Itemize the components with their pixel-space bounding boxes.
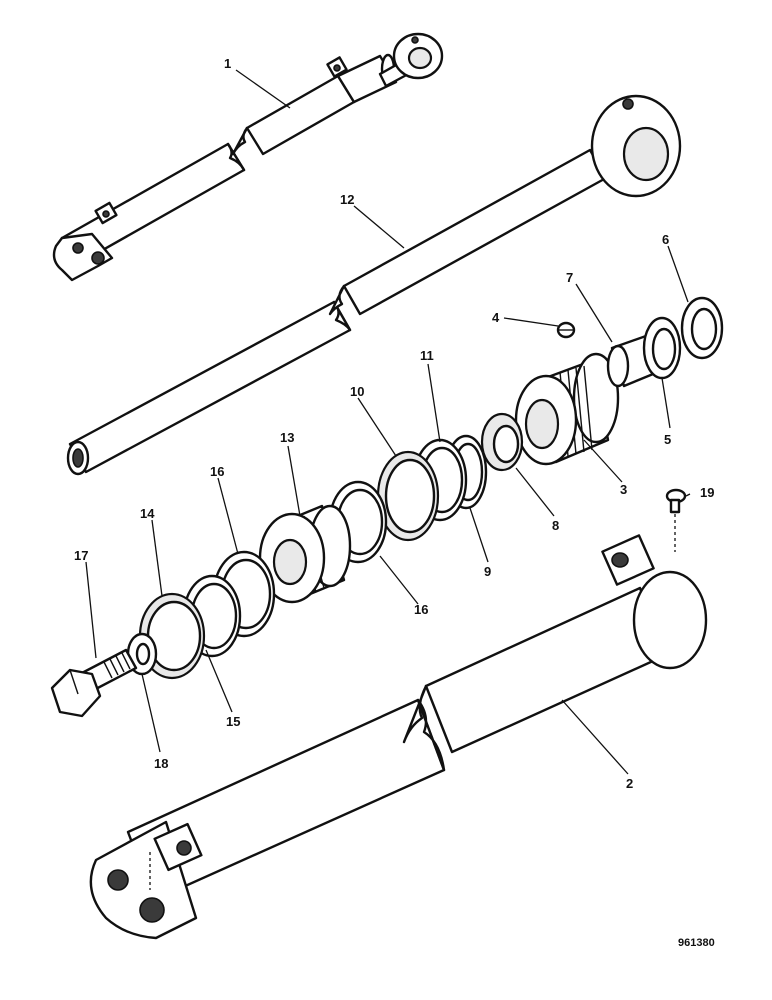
part-8-rod-seal: [480, 412, 524, 472]
callout-12: 12: [340, 192, 354, 207]
part-17-bolt: [50, 648, 138, 718]
callout-8: 8: [552, 518, 559, 533]
part-12-piston-rod: [66, 94, 682, 476]
callout-4: 4: [492, 310, 500, 325]
drawing-reference-number: 961380: [678, 937, 715, 949]
callout-labels: 1 12 6 7 4 11 10 5 13 16 3 19 14 8 17 9 …: [74, 56, 714, 791]
callout-16-bottom: 16: [414, 602, 428, 617]
part-1-cylinder-assembly: [52, 32, 444, 282]
leader-lines: [85, 69, 691, 775]
part-6-seal: [680, 296, 724, 360]
callout-6: 6: [662, 232, 669, 247]
callout-13: 13: [280, 430, 294, 445]
part-10-piston-seal: [376, 450, 440, 542]
callout-1: 1: [224, 56, 231, 71]
part-2-cylinder-barrel: [89, 534, 708, 940]
callout-11: 11: [420, 348, 434, 363]
callout-14: 14: [140, 506, 155, 521]
part-4-pin: [556, 321, 576, 339]
callout-2: 2: [626, 776, 633, 791]
callout-9: 9: [484, 564, 491, 579]
callout-15: 15: [226, 714, 240, 729]
callout-7: 7: [566, 270, 573, 285]
callout-10: 10: [350, 384, 364, 399]
part-3-cylinder-head: [514, 352, 620, 466]
part-18-washer: [126, 632, 158, 676]
callout-19: 19: [700, 485, 714, 500]
part-19-grease-nipple: [665, 488, 687, 552]
callout-17: 17: [74, 548, 88, 563]
callout-5: 5: [664, 432, 671, 447]
callout-16-top: 16: [210, 464, 224, 479]
callout-18: 18: [154, 756, 168, 771]
part-5-wiper-seal: [642, 316, 682, 380]
callout-3: 3: [620, 482, 627, 497]
